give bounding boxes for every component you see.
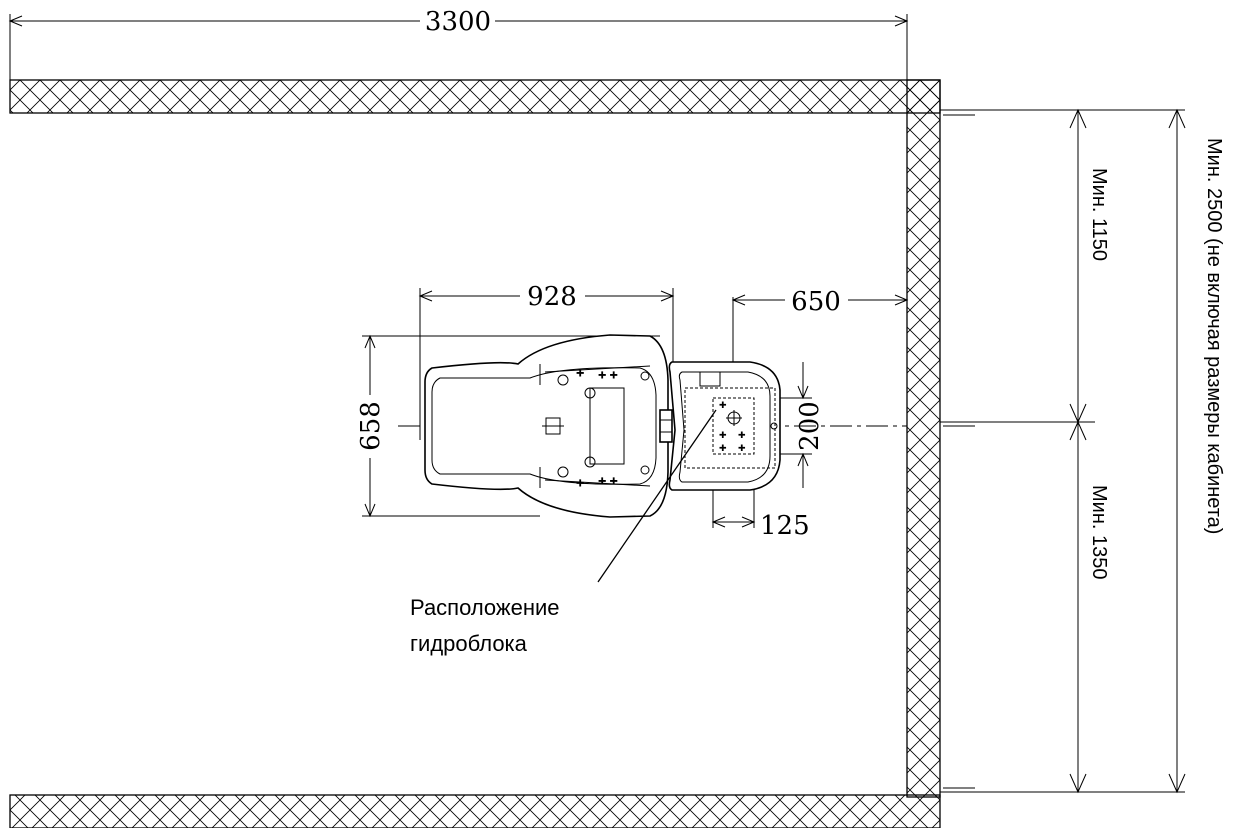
- min-total-label: Мин. 2500 (не включая размеры кабинета): [1203, 138, 1225, 534]
- base-plate: ✚ ✚ ✚ ✚ ✚: [668, 361, 781, 491]
- svg-text:+ +: + +: [598, 370, 618, 381]
- svg-text:✚: ✚: [719, 431, 727, 441]
- dental-chair: + + + + + +: [424, 334, 673, 518]
- hydro-offset-label: 125: [760, 511, 810, 541]
- dimension-hydro-offset: 125: [711, 440, 810, 541]
- wall-bottom: [9, 794, 941, 828]
- svg-text:✚: ✚: [719, 444, 727, 454]
- svg-text:✚: ✚: [738, 431, 746, 441]
- hydro-label-line1: Расположение: [410, 595, 560, 620]
- dimension-chair-length: 928: [418, 282, 675, 440]
- hydro-leader-line: [597, 409, 717, 583]
- walls: [9, 79, 941, 828]
- svg-text:+: +: [576, 478, 584, 489]
- base-plate-outer: [668, 361, 781, 491]
- hydro-width-label: 200: [795, 401, 825, 451]
- dimension-hydro-width: 200: [720, 362, 825, 488]
- wall-top: [9, 79, 941, 114]
- svg-text:✚: ✚: [719, 401, 727, 411]
- svg-text:+: +: [576, 368, 584, 379]
- svg-text:✚: ✚: [738, 444, 746, 454]
- min-bottom-label: Мин. 1350: [1088, 485, 1110, 579]
- chair-width-label: 658: [356, 401, 386, 451]
- room-width-label: 3300: [425, 7, 491, 37]
- min-top-label: Мин. 1150: [1088, 168, 1110, 261]
- wall-right: [906, 79, 941, 798]
- dimension-clearance: 650: [731, 287, 909, 400]
- chair-length-label: 928: [527, 282, 577, 312]
- dimension-vertical-group: Мин. 1150 Мин. 1350 Мин. 2500 (не включа…: [940, 108, 1225, 794]
- hydro-block: [712, 397, 755, 455]
- dimension-room-width: 3300: [8, 7, 909, 80]
- hydro-label-line2: гидроблока: [410, 631, 528, 656]
- clearance-label: 650: [791, 287, 841, 317]
- svg-text:+ +: + +: [598, 476, 618, 487]
